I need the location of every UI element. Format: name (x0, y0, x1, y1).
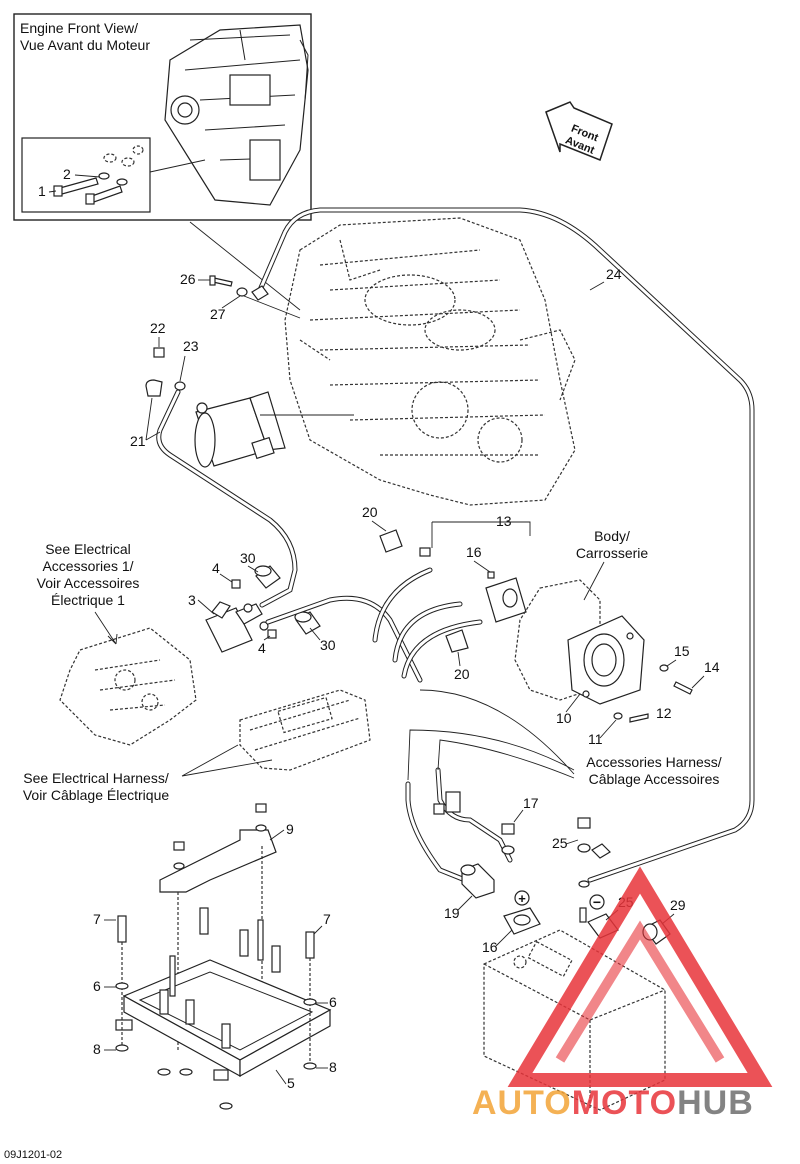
battery-tray-5 (115, 959, 332, 1081)
part-label-8-b: 8 (329, 1059, 337, 1075)
part-label-30-a: 30 (240, 550, 256, 566)
inset-title-en: Engine Front View/ (20, 20, 138, 36)
tray-screws (117, 907, 315, 1049)
cap-30-upper (254, 565, 281, 589)
part-label-10: 10 (556, 710, 572, 726)
bolt-27-washer-28 (209, 275, 269, 301)
inset-title-fr: Vue Avant du Moteur (20, 37, 150, 53)
caption-elec-acc-2: Accessories 1/ (42, 558, 133, 574)
part-label-26: 25 (552, 835, 568, 851)
connector-plate-16 (485, 571, 527, 623)
negative-sign: − (593, 894, 601, 910)
positive-sign: + (518, 891, 526, 906)
caption-elec-acc-4: Électrique 1 (51, 592, 125, 608)
part-label-27: 26 (180, 271, 196, 287)
part-label-12: 12 (656, 705, 672, 721)
cover-19 (460, 863, 495, 899)
part-label-6-b: 6 (329, 994, 337, 1010)
part-label-21: 21 (130, 433, 146, 449)
boot-20-lower (445, 629, 469, 653)
part-label-19: 19 (444, 905, 460, 921)
part-label-29: 29 (670, 897, 686, 913)
cable-24 (257, 207, 755, 883)
inset-engine-sketch (164, 24, 309, 206)
engine-phantom (284, 217, 576, 506)
part-label-14: 14 (704, 659, 720, 675)
front-direction-arrow: Front Avant (545, 101, 613, 161)
washer-18 (501, 845, 515, 855)
part-label-13: 13 (496, 513, 512, 529)
terminal-clamp-17: + (503, 890, 541, 935)
caption-acc-harness-2: Câblage Accessoires (589, 771, 720, 787)
washer-11-screw-12 (613, 712, 649, 723)
cap-30-lower (294, 611, 321, 635)
part-label-22: 22 (150, 320, 166, 336)
leader-body (583, 561, 605, 601)
cable-21 (145, 379, 298, 608)
part-label-20-b: 20 (454, 666, 470, 682)
part-label-24: 24 (606, 266, 622, 282)
part-label-15: 15 (674, 643, 690, 659)
nut-4-lower (267, 629, 277, 639)
accessories-bracket-phantom (59, 627, 197, 746)
svg-text:AUTOMOTOHUB: AUTOMOTOHUB (472, 1084, 754, 1122)
inset-engine-front-view: Engine Front View/ Vue Avant du Moteur 2 (13, 13, 312, 221)
caption-elec-acc-3: Voir Accessoires (37, 575, 140, 591)
part-label-11: 11 (588, 731, 603, 747)
part-label-1: 1 (38, 183, 46, 199)
flange-10 (567, 615, 645, 705)
nut-22-washer-23 (153, 347, 186, 391)
part-label-5: 5 (287, 1075, 295, 1091)
nut-4-upper (231, 579, 241, 589)
caption-body-en: Body/ (594, 528, 630, 544)
leader-elec-harness (181, 744, 273, 777)
part-label-4-a: 4 (212, 560, 220, 576)
part-label-7-b: 7 (323, 911, 331, 927)
nut-18 (501, 823, 515, 835)
screw-14-washer-15 (659, 664, 693, 695)
part-label-3: 3 (188, 592, 196, 608)
hold-down-hardware (173, 803, 267, 870)
part-label-7-a: 7 (93, 911, 101, 927)
harness-13 (372, 547, 483, 679)
caption-body-fr: Carrosserie (576, 545, 649, 561)
part-label-8-a: 8 (93, 1041, 101, 1057)
part-label-30-b: 30 (320, 637, 336, 653)
reference-code: 09J1201-02 (4, 1149, 62, 1161)
boot-20-upper (379, 529, 403, 553)
body-phantom (514, 579, 601, 701)
inset-leader (189, 221, 301, 311)
leader-acc-harness (407, 689, 575, 781)
starter-motor (194, 391, 286, 468)
part-label-4-b: 4 (258, 640, 266, 656)
caption-acc-harness-1: Accessories Harness/ (586, 754, 721, 770)
watermark-auto: AUTO (472, 1084, 572, 1122)
part-label-2: 2 (63, 166, 71, 182)
tray-washers (115, 982, 317, 1110)
watermark-moto: MOTO (572, 1084, 677, 1122)
inset-bolts (53, 145, 144, 205)
caption-elec-acc-1: See Electrical (45, 541, 131, 557)
cable-solenoid-main (265, 595, 423, 683)
accessories-harness (405, 767, 513, 885)
nut-26 (577, 817, 611, 888)
part-label-18: 17 (523, 795, 539, 811)
part-label-16: 16 (466, 544, 482, 560)
part-label-6-a: 6 (93, 978, 101, 994)
caption-elec-harness-2: Voir Câblage Électrique (23, 787, 170, 803)
solenoid-3 (205, 601, 269, 653)
part-label-17: 16 (482, 939, 498, 955)
automotohub-watermark: AUTOMOTOHUB (472, 866, 773, 1122)
part-label-20-a: 20 (362, 504, 378, 520)
part-label-23: 23 (183, 338, 199, 354)
leader-elec-acc (94, 611, 118, 645)
watermark-hub: HUB (677, 1084, 754, 1122)
caption-elec-harness-1: See Electrical Harness/ (23, 770, 169, 786)
electrical-harness-phantom (239, 689, 371, 771)
part-label-28: 27 (210, 306, 226, 322)
part-label-9: 9 (286, 821, 294, 837)
